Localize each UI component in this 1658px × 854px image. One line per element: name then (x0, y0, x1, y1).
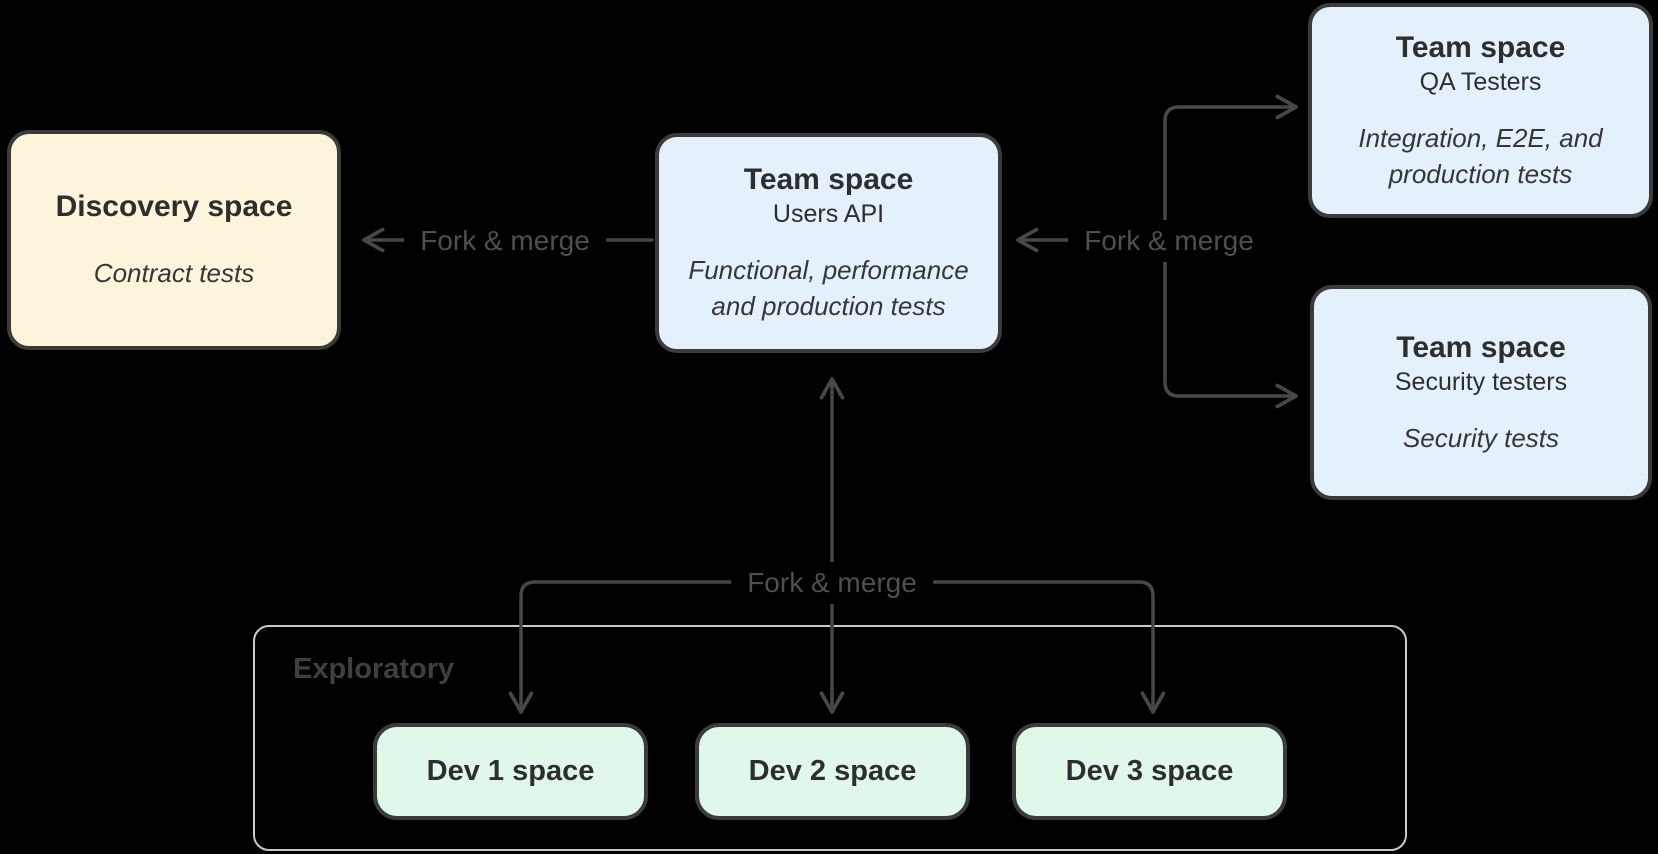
team-space-security-subtitle: Security testers (1394, 367, 1568, 396)
dev-3-space-box: Dev 3 space (1012, 723, 1287, 820)
team-space-security-title: Team space (1396, 330, 1566, 364)
team-space-security-box: Team space Security testers Security tes… (1310, 285, 1652, 500)
team-space-qa-tests: Integration, E2E, and production tests (1358, 122, 1603, 189)
exploratory-label: Exploratory (293, 653, 455, 685)
dev-2-space-box: Dev 2 space (695, 723, 970, 820)
team-space-users-api-box: Team space Users API Functional, perform… (655, 133, 1002, 353)
team-space-qa-subtitle: QA Testers (1419, 67, 1542, 96)
team-space-qa-title: Team space (1395, 30, 1566, 64)
team-space-qa-box: Team space QA Testers Integration, E2E, … (1308, 3, 1653, 218)
fork-merge-label-left: Fork & merge (404, 220, 606, 262)
dev-1-space-box: Dev 1 space (373, 723, 648, 820)
team-space-users-tests: Functional, performance and production t… (688, 255, 969, 321)
team-space-users-subtitle: Users API (772, 200, 885, 228)
fork-merge-label-bottom: Fork & merge (731, 562, 933, 604)
discovery-space-box: Discovery space Contract tests (7, 130, 341, 350)
team-space-users-title: Team space (743, 163, 914, 196)
exploratory-container: Exploratory Dev 1 space Dev 2 space Dev … (253, 625, 1407, 851)
fork-merge-label-right: Fork & merge (1068, 220, 1270, 262)
team-space-security-tests: Security tests (1402, 422, 1560, 453)
discovery-space-title: Discovery space (55, 190, 293, 223)
discovery-space-tests: Contract tests (93, 258, 255, 288)
